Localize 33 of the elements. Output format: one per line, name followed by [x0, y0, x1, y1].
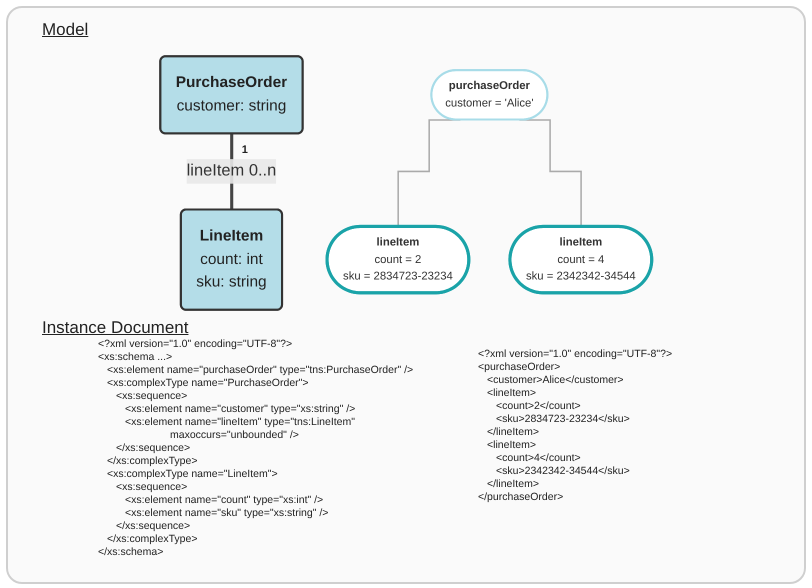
instance-code-line: <sku>2834723-23234</sku>	[495, 413, 631, 426]
instance-code-line: </purchaseOrder>	[478, 491, 564, 504]
instance-code-line: </lineItem>	[486, 478, 540, 491]
schema-code-line: </xs:complexType>	[106, 455, 198, 468]
schema-code-line: <?xml version="1.0" encoding="UTF-8"?>	[98, 338, 294, 351]
schema-code-line: <xs:element name="customer" type="xs:string" />	[124, 403, 356, 416]
schema-code-line: <xs:element name="purchaseOrder" type="tns:PurchaseOrder" />	[106, 364, 414, 377]
schema-code-line: <xs:sequence>	[115, 481, 188, 494]
schema-code-line: </xs:sequence>	[115, 520, 192, 533]
schema-code-line: </xs:sequence>	[115, 442, 192, 455]
edge-label: lineItem 0..n	[186, 162, 276, 180]
instance-code-line: <?xml version="1.0" encoding="UTF-8"?>	[478, 348, 672, 361]
instance-code-line: <lineItem>	[486, 387, 538, 400]
instance-code-line: <count>4</count>	[495, 452, 582, 465]
schema-code-line: <xs:schema ...>	[98, 351, 174, 364]
instance-code-line: </lineItem>	[486, 426, 540, 439]
schema-code-line: <xs:sequence>	[115, 390, 188, 403]
section-heading: Instance Document	[42, 318, 188, 338]
multiplicity-label: 1	[242, 144, 248, 156]
instance-code-line: <count>2</count>	[495, 400, 582, 413]
instance-code-line: <purchaseOrder>	[478, 361, 562, 374]
instance-code-line: <sku>2342342-34544</sku>	[495, 465, 631, 478]
schema-code-line: <xs:element name="sku" type="xs:string" />	[124, 507, 330, 520]
schema-code-line: maxoccurs="unbounded" />	[169, 429, 300, 442]
instance-code-line: <lineItem>	[486, 439, 538, 452]
schema-code-line: <xs:element name="lineItem" type="tns:LineItem"	[124, 416, 356, 429]
instance-code-line: <customer>Alice</customer>	[486, 374, 625, 387]
schema-code-line: <xs:complexType name="PurchaseOrder">	[106, 377, 310, 390]
schema-code-line: </xs:complexType>	[106, 533, 198, 546]
schema-code-line: </xs:schema>	[98, 546, 164, 559]
schema-code-line: <xs:element name="count" type="xs:int" />	[124, 494, 324, 507]
schema-code-line: <xs:complexType name="LineItem">	[106, 468, 279, 481]
section-heading: Model	[42, 20, 88, 40]
